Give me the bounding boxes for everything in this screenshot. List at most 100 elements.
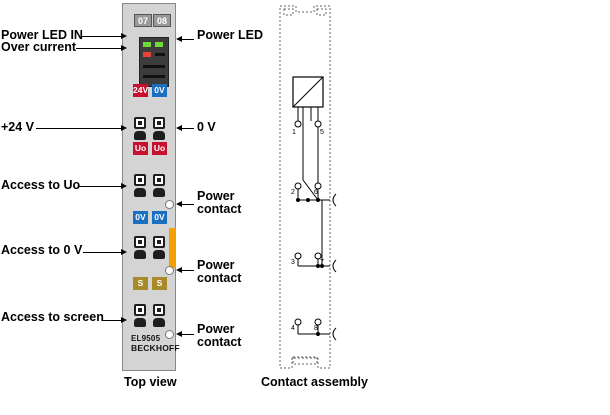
arrow: [121, 33, 127, 39]
wire-entry: [134, 318, 146, 327]
terminal-module: 07 08 24V 0V Uo Uo 0V 0V S S EL9505 BECK…: [122, 3, 180, 371]
power-contact-point: [165, 266, 174, 275]
label-plus-24v: +24 V: [1, 120, 35, 134]
junction-dot: [320, 264, 324, 268]
arrow: [121, 317, 127, 323]
leader-line: [76, 48, 121, 49]
converter-diagonal: [292, 76, 324, 108]
terminal-number: 5: [320, 129, 324, 136]
label-access-screen: Access to screen: [1, 310, 104, 324]
terminal-number: 6: [314, 189, 318, 196]
label-power-contact-3: Power contact: [197, 322, 242, 349]
housing-detail: [283, 8, 294, 16]
leader-line: [182, 334, 194, 335]
wire: [302, 179, 319, 201]
junction-dot: [316, 198, 320, 202]
wire-entry: [134, 250, 146, 259]
power-contact-point: [165, 200, 174, 209]
arrow: [176, 331, 182, 337]
label-0v: 0 V: [197, 120, 216, 134]
leader-line: [182, 204, 194, 205]
label-over-current: Over current: [1, 40, 77, 54]
terminal-number: 1: [292, 129, 296, 136]
junction-dot: [316, 332, 320, 336]
spring-release[interactable]: [153, 304, 165, 316]
leader-line: [182, 128, 194, 129]
caption-contact-assembly: Contact assembly: [261, 375, 368, 389]
label-access-0v: Access to 0 V: [1, 243, 83, 257]
led-panel: [139, 37, 169, 87]
tag-24v: 24V: [133, 84, 149, 97]
contact-assembly-diagram: 1 5 2 6 3 7 4 8: [279, 5, 337, 369]
tag-0v: 0V: [152, 84, 167, 97]
arrow: [176, 267, 182, 273]
wire-entry: [134, 188, 146, 197]
terminal-number: 7: [320, 259, 324, 266]
terminal-number: 4: [291, 325, 295, 332]
arrow: [176, 36, 182, 42]
arrow: [121, 125, 127, 131]
label-power-contact-2: Power contact: [197, 258, 242, 285]
label-power-contact-1: Power contact: [197, 189, 242, 216]
housing-detail: [292, 356, 318, 365]
spring-release[interactable]: [134, 236, 146, 248]
tag-0v: 0V: [152, 211, 167, 224]
slot-label-left: 07: [134, 14, 152, 27]
led-slot: [143, 75, 165, 78]
spring-release[interactable]: [134, 174, 146, 186]
wire-entry: [153, 131, 165, 140]
power-contact-point: [165, 330, 174, 339]
leader-line: [182, 270, 194, 271]
arrow: [121, 45, 127, 51]
spring-release[interactable]: [153, 236, 165, 248]
leader-line: [36, 128, 121, 129]
over-current-indicator: [143, 52, 151, 57]
terminal-contact: [294, 318, 302, 326]
label-access-uo: Access to Uo: [1, 178, 81, 192]
wire-entry: [153, 188, 165, 197]
housing-detail: [316, 8, 327, 16]
wire-entry: [153, 318, 165, 327]
terminal-contact: [294, 120, 302, 128]
tag-screen: S: [133, 277, 148, 290]
tag-0v: 0V: [133, 211, 148, 224]
brand-logo: BECKHOFF: [131, 343, 180, 353]
arrow: [121, 183, 127, 189]
junction-dot: [306, 198, 310, 202]
terminal-number: 8: [314, 325, 318, 332]
label-power-led-in: Power LED IN: [1, 28, 83, 42]
wire-entry: [134, 131, 146, 140]
terminal-contact: [294, 252, 302, 260]
spring-release[interactable]: [153, 174, 165, 186]
label-power-led: Power LED: [197, 28, 263, 42]
power-contact-symbol: [332, 327, 337, 341]
junction-dot: [316, 264, 320, 268]
led-slot: [155, 53, 165, 56]
caption-top-view: Top view: [124, 375, 177, 389]
arrow: [176, 125, 182, 131]
power-led-in-indicator: [143, 42, 151, 47]
spring-release[interactable]: [134, 117, 146, 129]
orange-bar: [169, 228, 176, 268]
terminal-number: 2: [291, 189, 295, 196]
arrow: [121, 249, 127, 255]
leader-line: [79, 186, 121, 187]
module-type-label: EL9505: [131, 334, 161, 343]
spring-release[interactable]: [153, 117, 165, 129]
arrow: [176, 201, 182, 207]
spring-release[interactable]: [134, 304, 146, 316]
leader-line: [83, 252, 121, 253]
wire-entry: [153, 250, 165, 259]
tag-uo: Uo: [133, 142, 148, 155]
terminal-contact: [314, 120, 322, 128]
power-led-indicator: [155, 42, 163, 47]
tag-screen: S: [152, 277, 167, 290]
terminal-number: 3: [291, 259, 295, 266]
junction-dot: [296, 198, 300, 202]
leader-line: [103, 320, 121, 321]
tag-uo: Uo: [152, 142, 167, 155]
leader-line: [182, 39, 194, 40]
housing-outline: [279, 5, 331, 369]
terminal-contact: [294, 182, 302, 190]
slot-label-right: 08: [153, 14, 171, 27]
